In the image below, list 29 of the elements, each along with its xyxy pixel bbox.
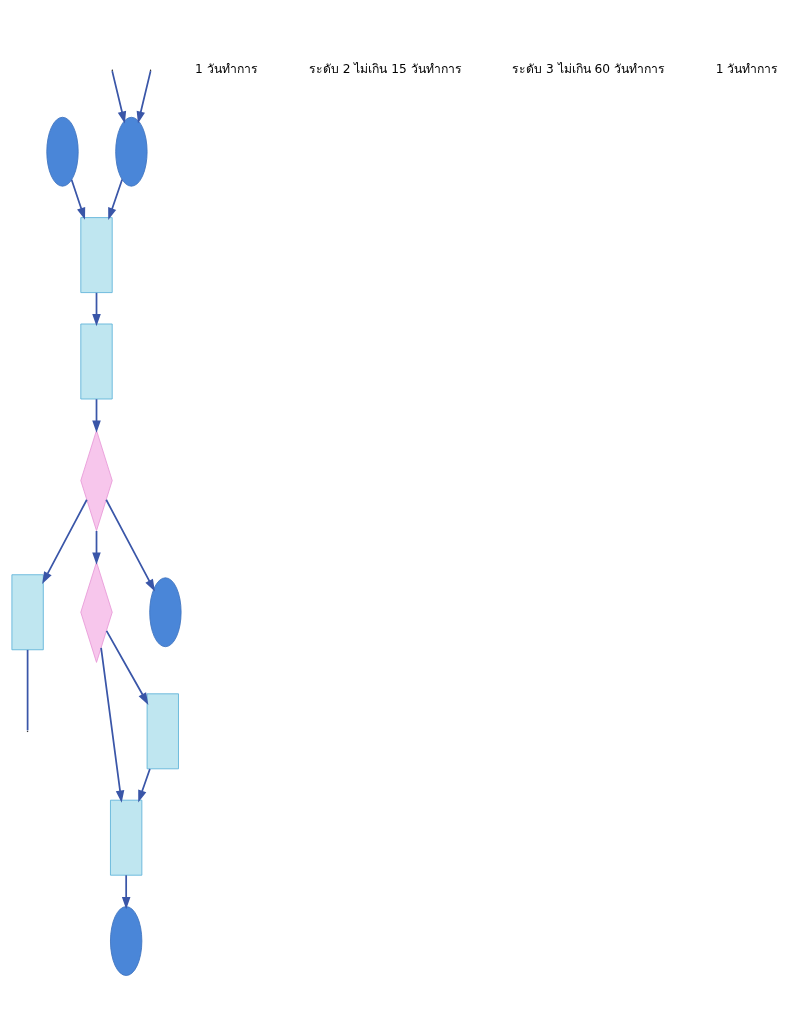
label: 1 วันทำการ bbox=[715, 61, 779, 76]
label: ระดับ 3 ไม่เกิน 60 วันทำการ bbox=[512, 61, 665, 76]
arrow bbox=[105, 498, 155, 592]
arrow bbox=[100, 646, 125, 803]
arrow bbox=[92, 529, 101, 565]
node-box bbox=[80, 216, 113, 293]
node-box bbox=[11, 573, 44, 650]
node-box bbox=[80, 323, 113, 399]
arrow bbox=[108, 178, 123, 220]
node-diamond bbox=[80, 561, 113, 663]
node-ellipse bbox=[110, 905, 143, 976]
arrow bbox=[136, 69, 152, 124]
arrow bbox=[70, 178, 86, 220]
connector bbox=[26, 648, 29, 731]
arrow bbox=[105, 629, 149, 705]
node-ellipse bbox=[115, 116, 148, 187]
arrow bbox=[42, 498, 88, 584]
node-ellipse bbox=[149, 576, 182, 647]
arrow bbox=[138, 767, 151, 802]
label: 1 วันทำการ bbox=[195, 61, 258, 76]
node-box bbox=[110, 799, 143, 876]
node-box bbox=[146, 692, 179, 769]
arrow bbox=[121, 873, 131, 909]
node-ellipse bbox=[46, 116, 79, 187]
node-diamond bbox=[80, 429, 113, 531]
label: ระดับ 2 ไม่เกิน 15 วันทำการ bbox=[308, 61, 462, 76]
arrow bbox=[92, 397, 101, 433]
arrow bbox=[92, 291, 101, 326]
arrow bbox=[111, 69, 127, 124]
